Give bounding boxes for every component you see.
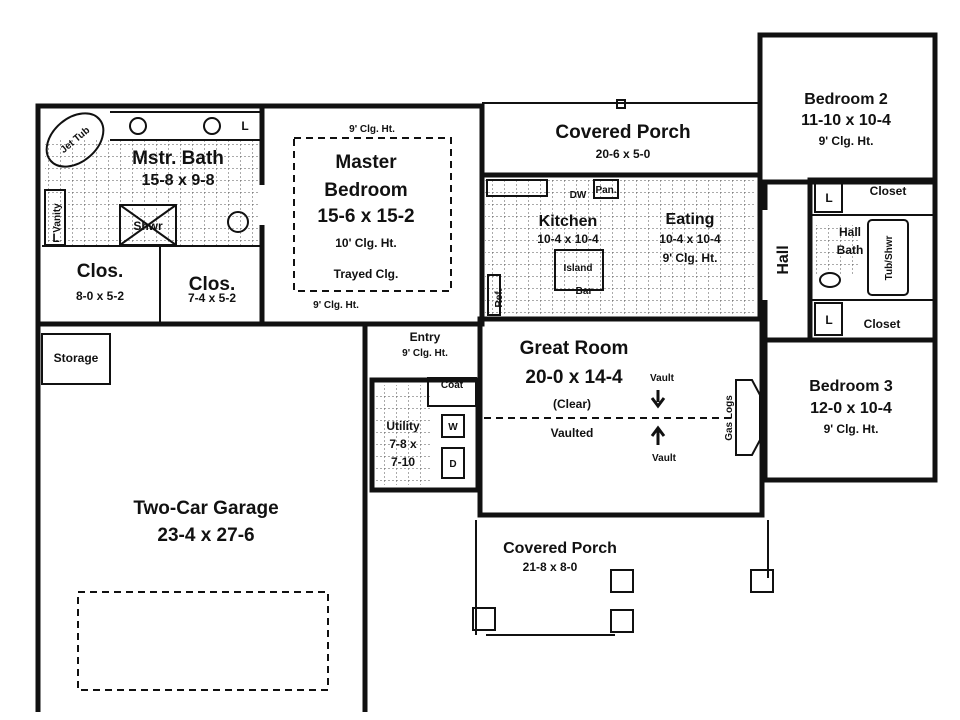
dw-label: DW [570, 190, 587, 201]
eating-name: Eating [666, 211, 715, 228]
covered-porch-top-size: 20-6 x 5-0 [596, 147, 651, 161]
great-room-note: (Clear) [553, 397, 591, 411]
column [610, 609, 634, 633]
eating-ceiling: 9' Clg. Ht. [663, 251, 718, 265]
washer-label: W [448, 422, 458, 433]
bar-label: Bar [576, 286, 593, 297]
trayed-ceiling-outline [293, 137, 452, 292]
east-wing-walls [757, 32, 938, 483]
column [472, 607, 496, 631]
master-bedroom-note-top: 9' Clg. Ht. [349, 124, 395, 135]
great-room-walls [477, 316, 765, 518]
eating-size: 10-4 x 10-4 [659, 232, 721, 246]
master-bedroom-note-bottom: 9' Clg. Ht. [313, 300, 359, 311]
bedroom-3-size: 12-0 x 10-4 [810, 400, 892, 417]
garage-size: 23-4 x 27-6 [157, 525, 254, 546]
entry-ceiling: 9' Clg. Ht. [402, 348, 448, 359]
hall-bath-tile [815, 225, 860, 275]
vault-bottom-label: Vault [652, 453, 677, 464]
dryer-label: D [449, 459, 456, 470]
master-bedroom-name-1: Master [335, 152, 397, 173]
room-labels: Mstr. Bath 15-8 x 9-8 Jet Tub Vanity L S… [52, 91, 906, 574]
garage-name: Two-Car Garage [133, 498, 278, 519]
hall-bath-name-2: Bath [837, 243, 864, 257]
kitchen-tile [485, 180, 755, 315]
gas-logs-label: Gas Logs [724, 395, 735, 441]
ref-label: Ref. [494, 288, 505, 307]
island-bar [554, 249, 604, 291]
master-bedroom-ceiling: 10' Clg. Ht. [335, 236, 397, 250]
master-bath-size: 15-8 x 9-8 [142, 172, 215, 189]
vault-top-label: Vault [650, 373, 675, 384]
kitchen-name: Kitchen [539, 213, 598, 230]
great-room-name: Great Room [520, 338, 629, 359]
master-bath-name: Mstr. Bath [132, 148, 224, 169]
mb-linen-label: L [52, 231, 59, 245]
covered-porch-top-name: Covered Porch [555, 122, 690, 143]
coat-label: Coat [441, 380, 464, 391]
covered-porch-bottom [472, 520, 774, 636]
master-bedroom-ceiling-type: Trayed Clg. [334, 267, 399, 281]
utility-size-1: 7-8 x [389, 437, 417, 451]
closet-2-name: Clos. [189, 274, 235, 295]
shower [119, 204, 177, 246]
closet-top-name: Closet [870, 184, 907, 198]
utility-tile [375, 385, 430, 485]
mb-linen-label-2: L [241, 119, 248, 133]
column [750, 569, 774, 593]
bedroom-3-ceiling: 9' Clg. Ht. [824, 422, 879, 436]
great-room-vaulted: Vaulted [551, 426, 594, 440]
closet-bottom-linen: L [825, 313, 832, 327]
bedroom-2-size: 11-10 x 10-4 [801, 112, 891, 129]
master-bedroom-size: 15-6 x 15-2 [317, 206, 414, 227]
column [610, 569, 634, 593]
bedroom-2-name: Bedroom 2 [804, 91, 888, 108]
hall-bath-name-1: Hall [839, 225, 861, 239]
closet-2-size: 7-4 x 5-2 [188, 291, 236, 305]
pantry-label: Pan. [595, 185, 616, 196]
vault-arrow-up-icon [650, 425, 666, 445]
utility-size-2: 7-10 [391, 455, 415, 469]
covered-porch-bottom-name: Covered Porch [503, 540, 617, 557]
kitchen-size: 10-4 x 10-4 [537, 232, 599, 246]
shower-label: Shwr [133, 219, 163, 233]
master-bedroom-name-2: Bedroom [324, 180, 407, 201]
storage-label: Storage [54, 351, 99, 365]
garage-walls [35, 324, 368, 712]
closet-1-name: Clos. [77, 261, 123, 282]
tub-shower-label: Tub/Shwr [884, 235, 895, 280]
vault-arrow-down-icon [650, 390, 666, 409]
storage-outline [41, 333, 111, 385]
vanity-label: Vanity [52, 203, 63, 233]
garage-door-outline [77, 591, 329, 691]
entry-name: Entry [410, 330, 441, 344]
island-label: Island [564, 263, 593, 274]
jet-tub [45, 112, 105, 168]
hall-label: Hall [775, 245, 792, 274]
bedroom-2-ceiling: 9' Clg. Ht. [819, 134, 874, 148]
covered-porch-bottom-size: 21-8 x 8-0 [523, 560, 578, 574]
closet-1-size: 8-0 x 5-2 [76, 289, 124, 303]
fireplace [735, 379, 761, 456]
closet-top-linen: L [825, 191, 832, 205]
bedroom-3-name: Bedroom 3 [809, 378, 893, 395]
utility-name: Utility [386, 419, 420, 433]
closet-bottom-name: Closet [864, 317, 901, 331]
great-room-size: 20-0 x 14-4 [525, 367, 623, 388]
